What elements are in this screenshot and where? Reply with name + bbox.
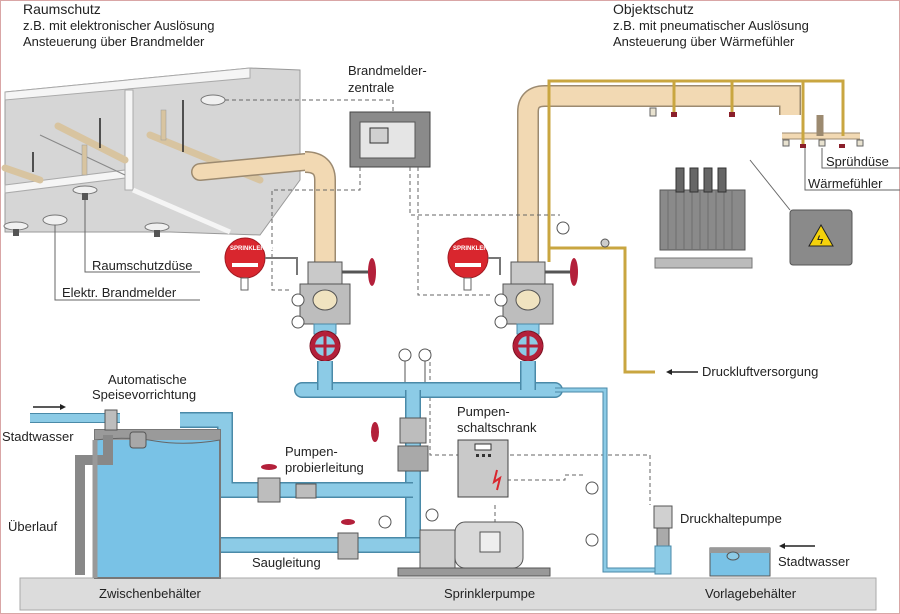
signal-lines [225,99,651,560]
alarm-bell-left-text: SPRINKLER-ALARM [230,246,288,252]
intermediate-tank [33,404,221,579]
label-brandmelderzentrale-1: Brandmelder- [348,63,427,78]
title-raumschutz: Raumschutz [23,1,101,17]
label-pumpenprobier-2: probierleitung [285,460,364,475]
alarm-bell-right-text: SPRINKLER-ALARM [453,246,511,252]
label-druckluftversorgung: Druckluftversorgung [702,364,818,379]
label-pumpenschalt-2: schaltschrank [457,420,537,435]
label-pumpenschalt-1: Pumpen- [457,404,510,419]
label-stadtwasser-right: Stadtwasser [778,554,850,569]
label-pumpenprobier-1: Pumpen- [285,444,338,459]
alarm-bell-right: SPRINKLER-ALARM [447,237,511,291]
leader-lines-left [54,200,200,301]
label-spruehduese: Sprühdüse [826,154,889,169]
ceiling-room [1,67,314,237]
label-ueberlauf: Überlauf [8,519,58,534]
label-waermefuehler: Wärmefühler [808,176,883,191]
alarm-valve-right [494,221,610,362]
riser-right [517,85,864,262]
label-automatische-1: Automatische [108,372,187,387]
air-line [547,79,845,374]
label-vorlagebehaelter: Vorlagebehälter [705,586,797,601]
label-automatische-2: Speisevorrichtung [92,387,196,402]
riser-left [304,151,336,262]
fire-alarm-panel [349,111,431,168]
pump-control-cabinet [457,439,509,498]
subtitle-raumschutz-line1: z.B. mit elektronischer Auslösung [23,18,214,33]
pipe-valves [257,417,429,560]
subtitle-raumschutz-line2: Ansteuerung über Brandmelder [23,34,205,49]
alarm-valve-left [291,258,376,362]
supply-tank [709,543,815,577]
label-sprinklerpumpe: Sprinklerpumpe [444,586,535,601]
alarm-bell-left: SPRINKLER-ALARM [224,237,298,291]
title-objektschutz: Objektschutz [613,1,694,17]
label-druckhaltepumpe: Druckhaltepumpe [680,511,782,526]
label-raumschutzduese: Raumschutzdüse [92,258,192,273]
label-elektr-brandmelder: Elektr. Brandmelder [62,285,177,300]
manifold-gauges [378,348,599,547]
leader-lines-right [804,148,900,191]
label-brandmelderzentrale-2: zentrale [348,80,394,95]
pressure-maintenance-pump [653,505,673,575]
subtitle-objektschutz-line2: Ansteuerung über Wärmefühler [613,34,795,49]
label-stadtwasser-left: Stadtwasser [2,429,74,444]
sprinkler-pump [397,521,551,577]
label-zwischenbehaelter: Zwischenbehälter [99,586,202,601]
subtitle-objektschutz-line1: z.B. mit pneumatischer Auslösung [613,18,809,33]
label-saugleitung: Saugleitung [252,555,321,570]
transformer: ϟ [654,159,853,269]
lightning-icon: ϟ [817,233,824,247]
floor [19,577,877,611]
